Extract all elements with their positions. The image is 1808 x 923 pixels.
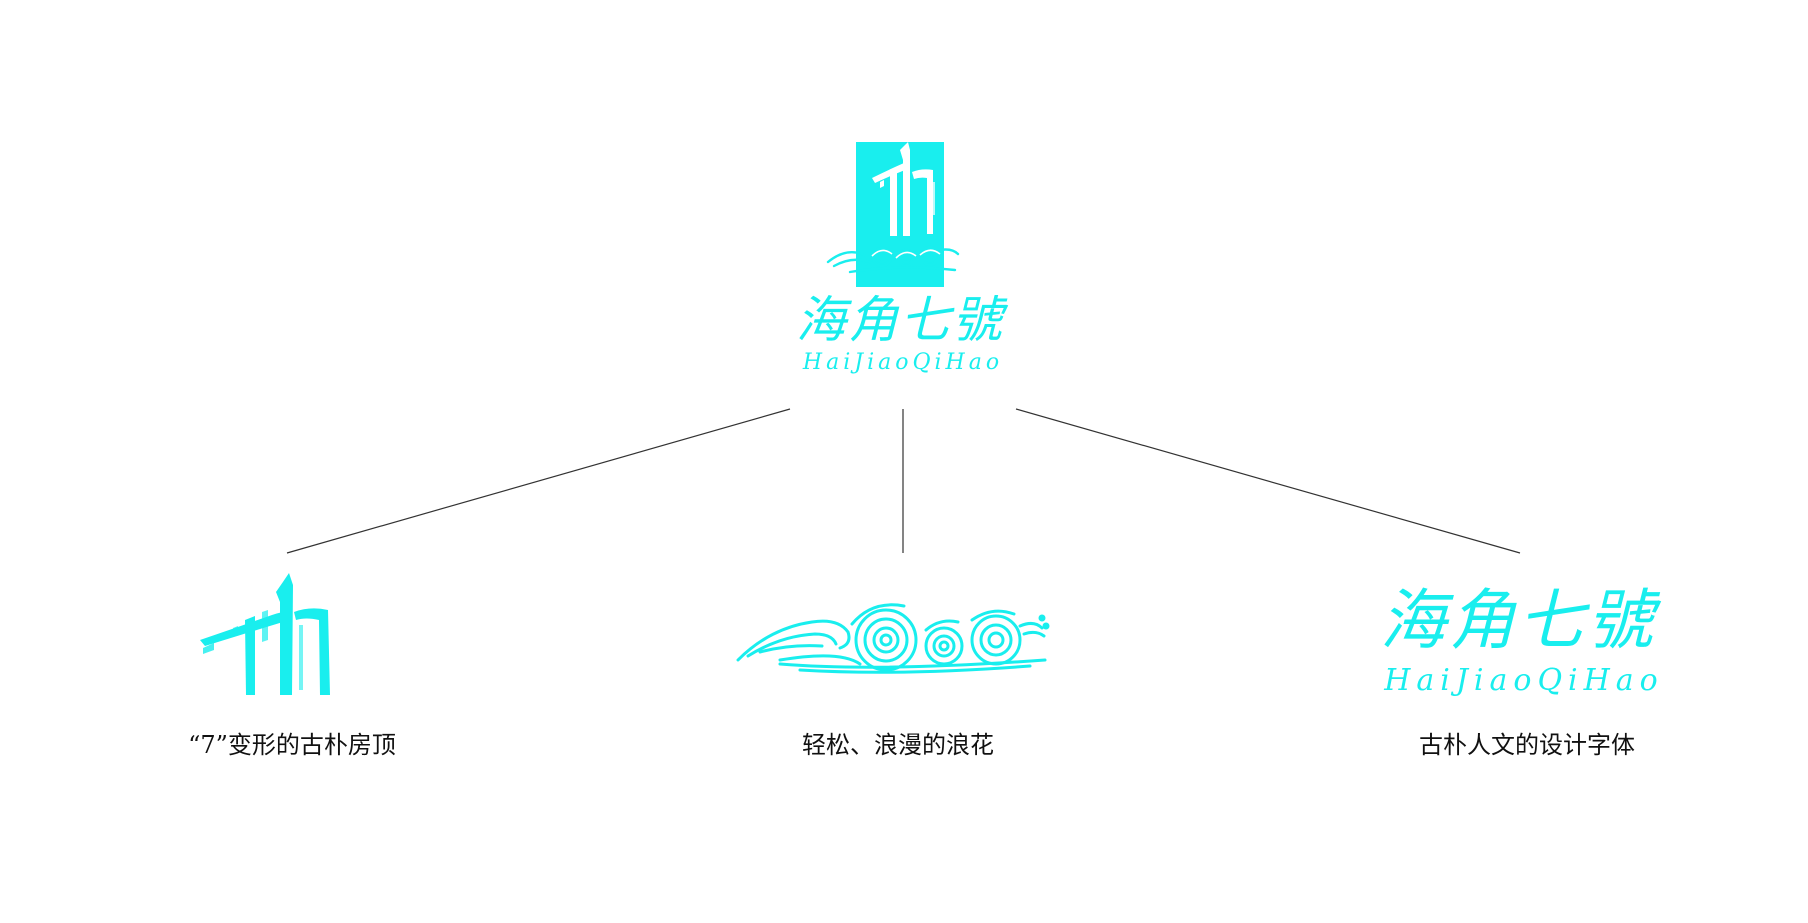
component-typeface-caption: 古朴人文的设计字体 (1419, 731, 1635, 759)
wave-icon (736, 603, 1050, 674)
connector-left (286, 408, 791, 554)
typeface-name-en: HaiJiaoQiHao (1383, 663, 1664, 698)
typeface-name-cn: 海角七號 (1380, 582, 1662, 659)
roof-seven-icon (872, 142, 935, 236)
roof-seven-icon (200, 573, 330, 695)
main-logo: 海角七號 HaiJiaoQiHao (796, 142, 1009, 375)
component-roof-caption: “7”变形的古朴房顶 (188, 731, 396, 759)
logo-wave-highlight (871, 249, 941, 259)
typeface-icon: 海角七號 HaiJiaoQiHao (1380, 582, 1664, 698)
component-roof: “7”变形的古朴房顶 (188, 573, 396, 759)
logo-name-en: HaiJiaoQiHao (802, 350, 1003, 375)
logo-name-cn: 海角七號 (796, 291, 1009, 349)
connector-right (1015, 408, 1521, 554)
component-typeface: 海角七號 HaiJiaoQiHao 古朴人文的设计字体 (1380, 582, 1664, 759)
connector-lines (286, 408, 1521, 554)
component-wave-caption: 轻松、浪漫的浪花 (802, 731, 994, 759)
component-wave: 轻松、浪漫的浪花 (736, 603, 1050, 759)
logo-wave-icon (826, 245, 960, 274)
